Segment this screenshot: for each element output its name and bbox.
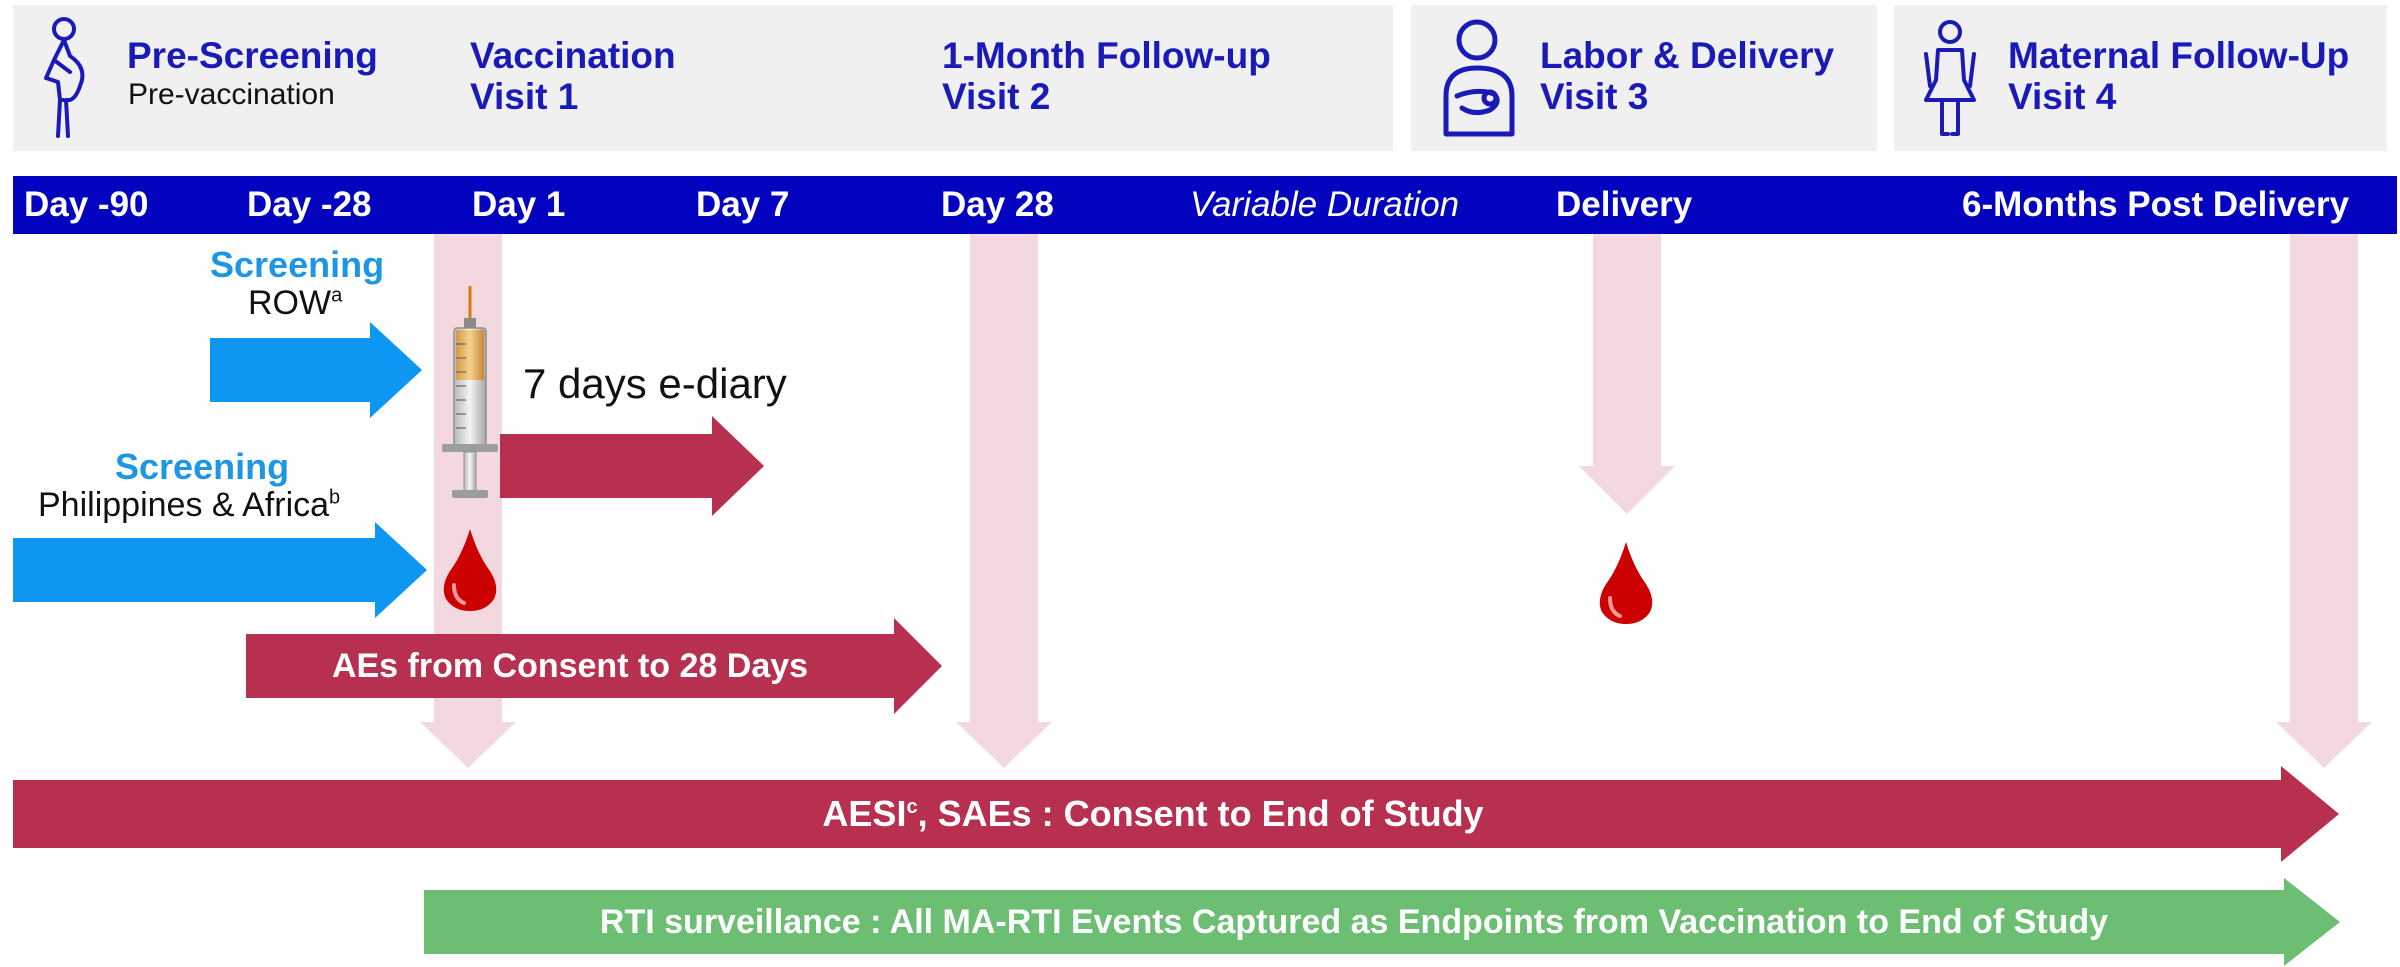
delivery: Delivery — [1556, 185, 1693, 224]
blood-drop-icon — [1599, 542, 1653, 624]
maternal-title: Maternal Follow-Up — [2008, 35, 2350, 76]
day-1: Day 1 — [472, 185, 566, 224]
footnote-b: b — [329, 486, 341, 509]
pregnant-woman-icon — [44, 17, 85, 138]
day-minus-28: Day -28 — [247, 185, 372, 224]
day-28: Day 28 — [941, 185, 1054, 224]
syringe-icon — [442, 286, 498, 498]
prescreening-subtitle: Pre-vaccination — [128, 78, 335, 111]
mother-baby-icon — [1443, 19, 1515, 137]
labor-title: Labor & Delivery — [1540, 35, 1835, 76]
pink-arrow-post-delivery — [2276, 234, 2372, 768]
aes-arrow — [246, 618, 942, 714]
aes-arrow-label: AEs from Consent to 28 Days — [331, 647, 809, 685]
rti-arrow — [424, 878, 2340, 966]
header-box-left — [13, 5, 1393, 151]
vaccination-title: Vaccination — [470, 35, 676, 76]
vaccination-subtitle: Visit 1 — [470, 76, 579, 117]
prescreening-title: Pre-Screening — [127, 35, 378, 76]
header-box-maternal — [1894, 5, 2387, 151]
aesi-arrow-label: AESIc, SAEs : Consent to End of Study — [13, 780, 2293, 848]
labor-subtitle: Visit 3 — [1540, 76, 1649, 117]
screening-row-title: Screening — [210, 244, 385, 285]
blood-drop-icon — [443, 529, 497, 611]
ediary-arrow — [500, 416, 764, 516]
followup-title: 1-Month Follow-up — [942, 35, 1271, 76]
aesi-label-pre: AESI — [822, 793, 907, 834]
screening-ph-arrow — [13, 522, 427, 618]
screening-row-region-text: ROW — [248, 284, 332, 322]
maternal-subtitle: Visit 4 — [2008, 76, 2117, 117]
pink-arrow-delivery — [1579, 234, 1675, 514]
variable-duration: Variable Duration — [1190, 185, 1460, 224]
six-months-post-delivery: 6-Months Post Delivery — [1962, 185, 2350, 224]
aesi-arrow — [13, 766, 2339, 862]
day-minus-90: Day -90 — [24, 185, 149, 224]
woman-icon — [1924, 20, 1976, 136]
rti-arrow-label: RTI surveillance : All MA-RTI Events Cap… — [599, 903, 2109, 941]
pink-arrow-day28 — [956, 234, 1052, 768]
footnote-c: c — [906, 796, 918, 818]
day-7: Day 7 — [696, 185, 790, 224]
timeline-bar — [13, 176, 2397, 234]
screening-row-arrow — [210, 322, 422, 418]
followup-subtitle: Visit 2 — [942, 76, 1051, 117]
aesi-label-post: , SAEs : Consent to End of Study — [917, 793, 1484, 834]
screening-ph-region: Philippines & Africab — [38, 486, 340, 525]
screening-row-region: ROWa — [248, 284, 342, 323]
ediary-label: 7 days e-diary — [523, 360, 787, 407]
screening-ph-region-text: Philippines & Africa — [38, 486, 330, 524]
screening-ph-title: Screening — [115, 446, 290, 487]
footnote-a: a — [331, 284, 343, 307]
